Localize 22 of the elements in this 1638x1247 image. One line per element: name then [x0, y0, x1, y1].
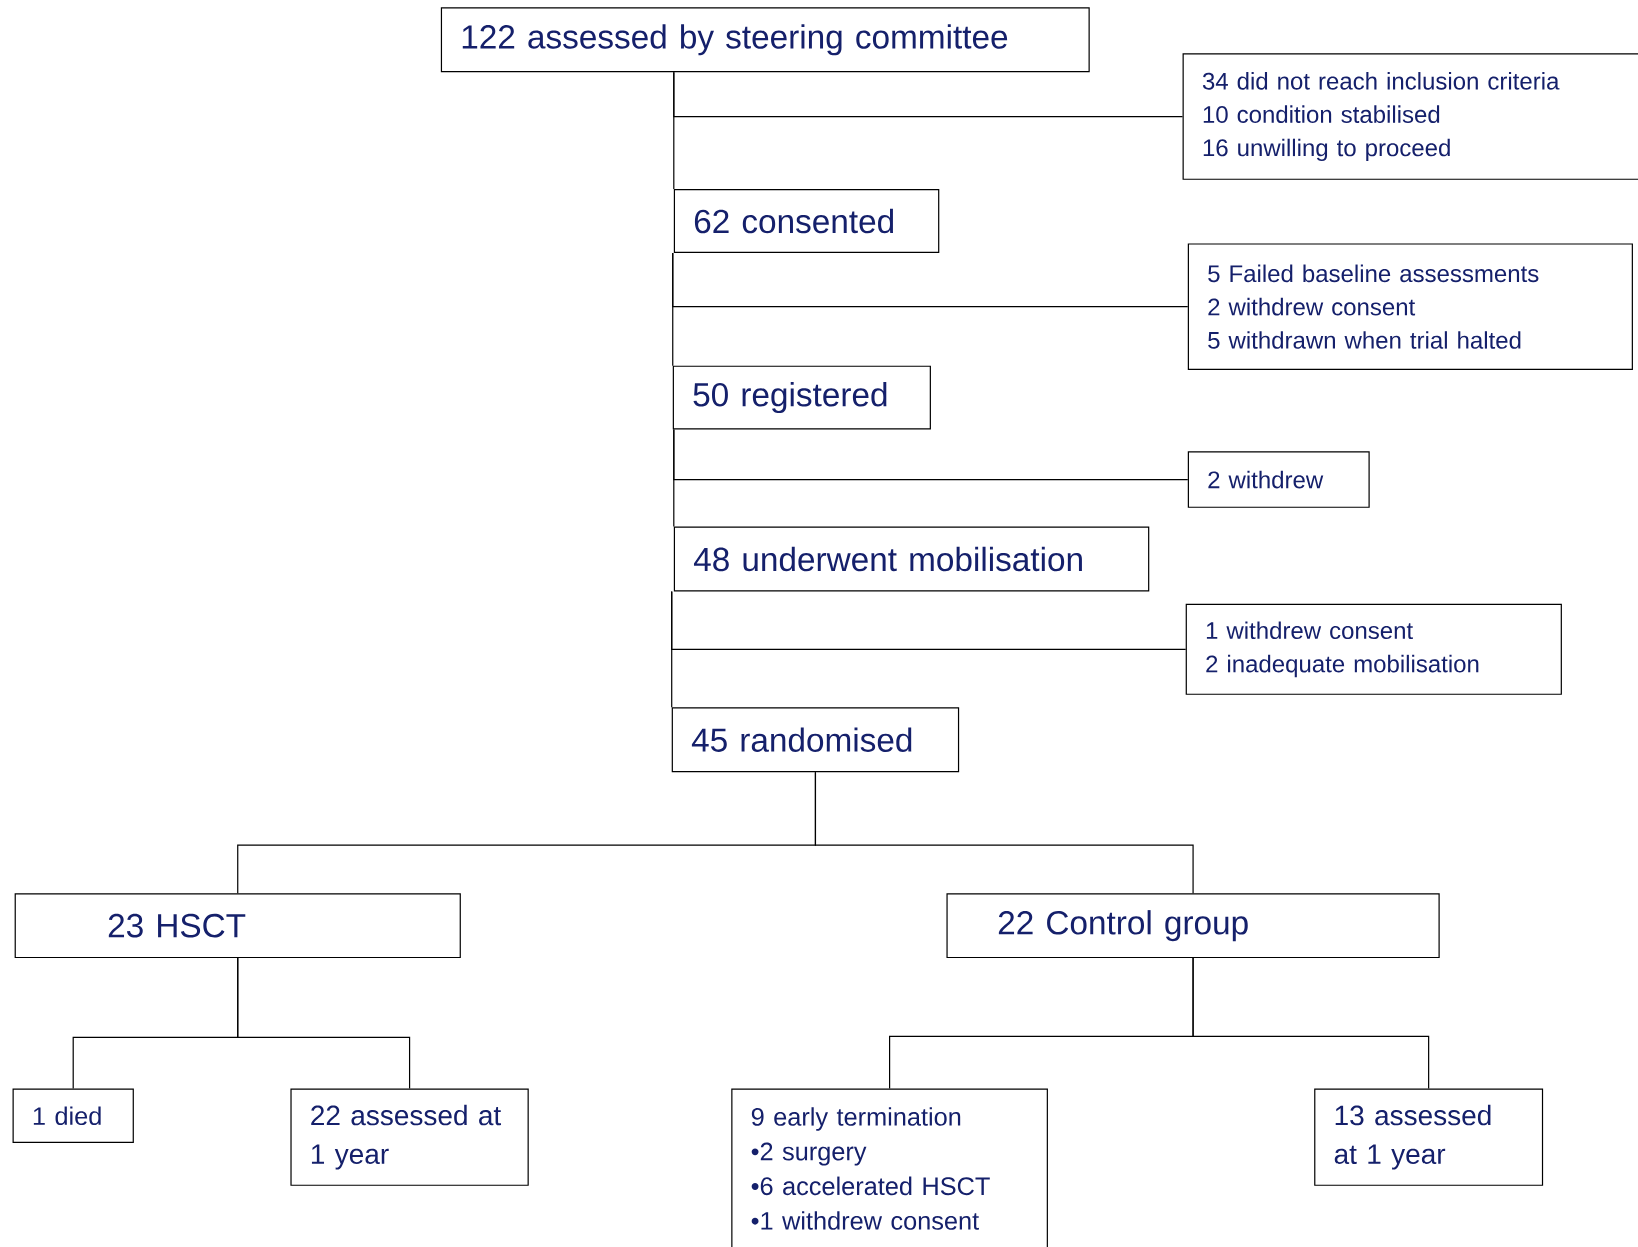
connector-line: [1192, 957, 1430, 1089]
stage-box: 48 underwent mobilisation: [673, 526, 1150, 592]
group-box: 23 HSCT: [14, 893, 461, 958]
outcome-box: 22 assessed at 1 year: [290, 1088, 529, 1186]
outcome-box: 13 assessed at 1 year: [1314, 1088, 1544, 1186]
connector-line: [673, 428, 1189, 481]
connector-line: [673, 71, 1184, 117]
stage-box: 45 randomised: [671, 707, 960, 772]
connector-line: [672, 252, 1189, 308]
exclusion-box: 34 did not reach inclusion criteria 10 condition stabilised 16 unwilling to proceed: [1182, 53, 1638, 180]
stage-box: 62 consented: [673, 188, 940, 253]
exclusion-box: 2 withdrew: [1187, 451, 1370, 508]
exclusion-box: 1 withdrew consent 2 inadequate mobilisation: [1185, 603, 1562, 695]
connector-line: [671, 590, 1187, 650]
exclusion-box: 5 Failed baseline assessments 2 withdrew consent 5 withdrawn when trial halted: [1187, 243, 1633, 370]
connector-line: [237, 957, 411, 1089]
outcome-box: 9 early termination •2 surgery •6 accelerated HSCT •1 withdrew consent: [731, 1088, 1048, 1247]
connector-line: [814, 771, 1194, 894]
stage-box: 122 assessed by steering committee: [440, 7, 1090, 73]
stage-box: 50 registered: [672, 365, 931, 430]
outcome-box: 1 died: [12, 1088, 134, 1143]
group-box: 22 Control group: [946, 893, 1440, 958]
